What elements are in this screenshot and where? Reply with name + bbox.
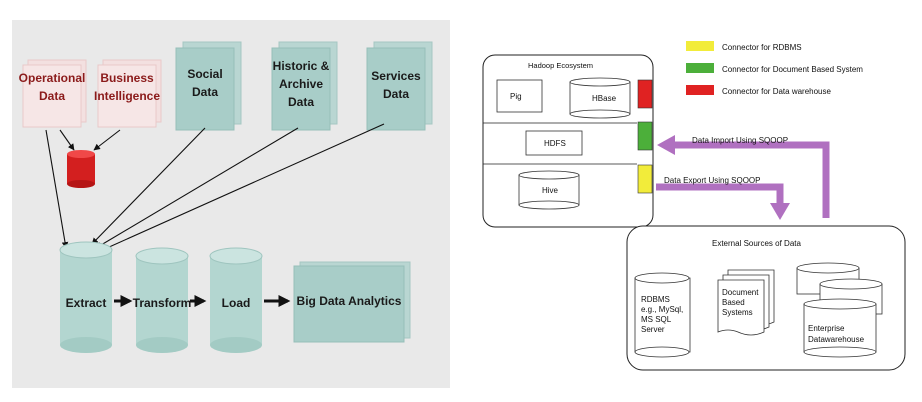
services-label-1: Services	[371, 69, 421, 83]
hbase-label: HBase	[592, 94, 617, 103]
pig-label: Pig	[510, 92, 522, 101]
operational-label-2: Data	[39, 89, 65, 103]
historic-label-1: Historic &	[273, 59, 330, 73]
enterprise-label-2: Datawarehouse	[808, 335, 865, 344]
hadoop-title: Hadoop Ecosystem	[528, 61, 593, 70]
extract-cylinder: Extract	[59, 241, 113, 353]
external-title: External Sources of Data	[712, 239, 801, 248]
services-data-source: Services Data	[366, 41, 433, 131]
historic-label-2: Archive	[279, 77, 323, 91]
connector-document-based	[637, 121, 653, 151]
rdbms-label-2: e.g., MySql,	[641, 305, 683, 314]
business-label-1: Business	[100, 71, 154, 85]
document-label-3: Systems	[722, 308, 753, 317]
operational-label-1: Operational	[19, 71, 86, 85]
document-label-1: Document	[722, 288, 759, 297]
red-database-icon	[67, 150, 95, 188]
enterprise-label-1: Enterprise	[808, 324, 845, 333]
legend-swatch-document	[686, 63, 714, 73]
connector-rdbms	[637, 164, 653, 194]
pig-box	[496, 79, 543, 113]
big-data-analytics-box: Big Data Analytics	[293, 261, 411, 343]
hdfs-box	[525, 130, 583, 156]
hive-cylinder: Hive	[518, 170, 580, 210]
hive-label: Hive	[542, 186, 559, 195]
import-label: Data Import Using SQOOP	[692, 136, 788, 145]
enterprise-datawarehouse-cylinders: Enterprise Datawarehouse	[796, 262, 883, 358]
legend: Connector for RDBMS Connector for Docume…	[686, 41, 863, 96]
legend-label-warehouse: Connector for Data warehouse	[722, 87, 832, 96]
left-diagram: Operational Data Business Intelligence S…	[12, 20, 450, 388]
rdbms-label-3: MS SQL	[641, 315, 672, 324]
historic-archive-source: Historic & Archive Data	[271, 41, 338, 131]
legend-swatch-rdbms	[686, 41, 714, 51]
analytics-label: Big Data Analytics	[297, 294, 402, 308]
rdbms-cylinder: RDBMS e.g., MySql, MS SQL Server	[634, 272, 691, 358]
services-label-2: Data	[383, 87, 409, 101]
rdbms-label-1: RDBMS	[641, 295, 670, 304]
extract-label: Extract	[66, 296, 107, 310]
legend-label-rdbms: Connector for RDBMS	[722, 43, 802, 52]
social-label-1: Social	[187, 67, 222, 81]
legend-swatch-warehouse	[686, 85, 714, 95]
sqoop-import-arrow	[657, 135, 830, 218]
document-label-2: Based	[722, 298, 745, 307]
transform-label: Transform	[133, 296, 192, 310]
transform-cylinder: Transform	[133, 247, 192, 353]
sqoop-export-arrow	[656, 183, 790, 220]
source-arrows	[45, 123, 385, 253]
legend-label-document: Connector for Document Based System	[722, 65, 863, 74]
business-label-2: Intelligence	[94, 89, 160, 103]
load-cylinder: Load	[209, 247, 263, 353]
document-based-stack: Document Based Systems	[717, 269, 775, 336]
rdbms-label-4: Server	[641, 325, 665, 334]
social-label-2: Data	[192, 85, 218, 99]
hdfs-label: HDFS	[544, 139, 566, 148]
business-intelligence-source: Business Intelligence	[94, 59, 162, 128]
export-label: Data Export Using SQOOP	[664, 176, 760, 185]
right-diagram: Hadoop Ecosystem Pig HBase HDFS Hive Con…	[482, 41, 906, 371]
social-data-source: Social Data	[175, 41, 242, 131]
hbase-cylinder: HBase	[569, 77, 631, 119]
load-label: Load	[222, 296, 251, 310]
connector-data-warehouse	[637, 79, 653, 109]
historic-label-3: Data	[288, 95, 314, 109]
operational-data-source: Operational Data	[19, 59, 87, 128]
